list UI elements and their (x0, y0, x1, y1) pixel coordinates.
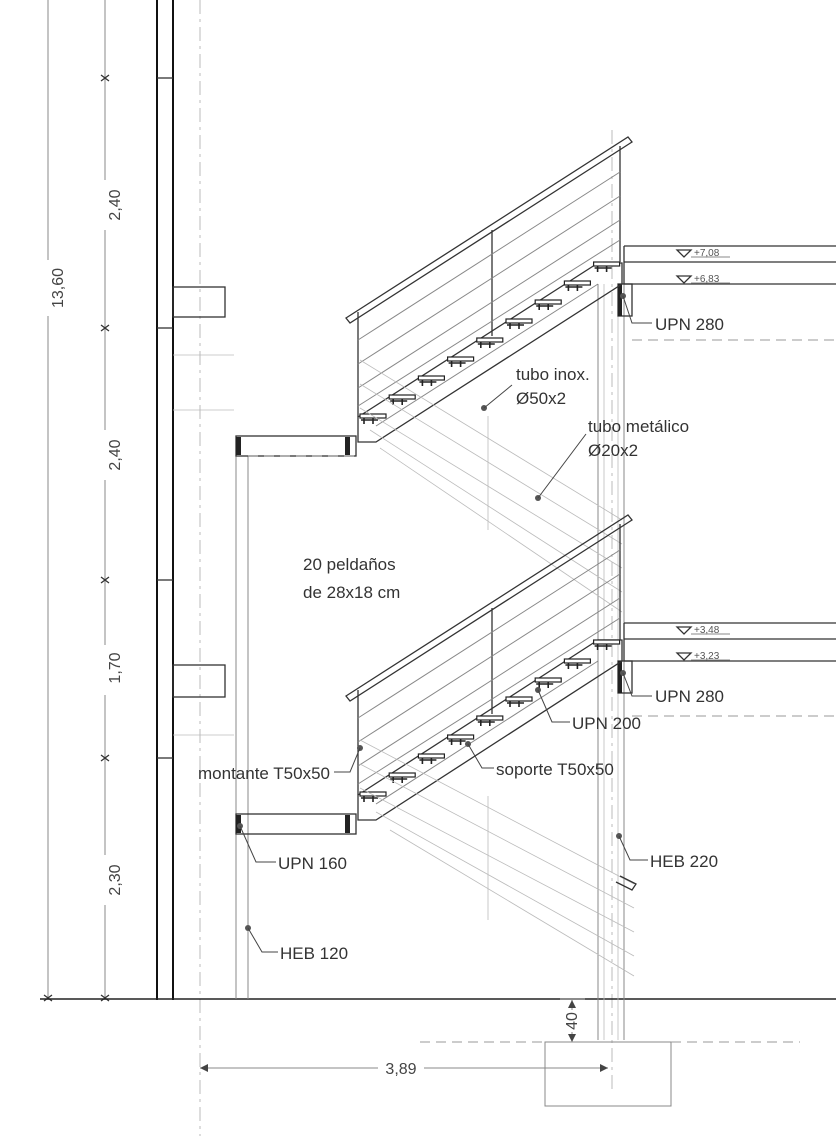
floor-slab-middle (617, 622, 836, 717)
label-upn280-mid: UPN 280 (655, 687, 724, 706)
dimension-level-2: 2,40 (107, 439, 124, 470)
dimension-width (200, 1058, 608, 1078)
dimension-foundation: 40 (564, 1012, 581, 1030)
dimension-total: 13,60 (50, 268, 67, 308)
landing-upper (235, 435, 357, 457)
lower-tread (388, 772, 416, 783)
upper-tread (505, 318, 533, 329)
stair-flight-lower (345, 514, 637, 977)
lower-tread (592, 639, 621, 650)
leader-soporte (465, 741, 494, 769)
leader-upn200 (535, 687, 570, 723)
dimension-chain (39, 0, 160, 1002)
leader-heb120 (245, 925, 278, 953)
column-heb120 (235, 456, 249, 999)
upper-tread (476, 337, 504, 348)
label-tubo-inox-size: Ø50x2 (516, 389, 566, 408)
label-peldanos-size: de 28x18 cm (303, 583, 400, 602)
leader-upn280-mid (620, 670, 652, 697)
label-upn160: UPN 160 (278, 854, 347, 873)
leader-montante (334, 745, 363, 773)
wall (156, 0, 234, 1000)
elevation-708: +7,08 (694, 248, 720, 259)
label-upn200: UPN 200 (572, 714, 641, 733)
landing-lower (235, 813, 357, 835)
upper-tread (388, 394, 416, 405)
dimension-level-4: 2,30 (107, 864, 124, 895)
elevation-683: +6,83 (694, 274, 720, 285)
upper-tread (592, 261, 621, 272)
elevation-marker-683: +6,83 (675, 274, 730, 285)
elevation-marker-323: +3,23 (675, 651, 730, 662)
lower-tread (447, 734, 475, 745)
label-tubo-metalico-size: Ø20x2 (588, 441, 638, 460)
elevation-348: +3,48 (694, 625, 720, 636)
elevation-marker-708: +7,08 (675, 248, 730, 259)
upper-tread (447, 356, 475, 367)
dimension-level-1: 2,40 (107, 189, 124, 220)
stair-flight-upper (345, 136, 633, 613)
leader-upn280-top (620, 293, 652, 324)
label-upn280-top: UPN 280 (655, 315, 724, 334)
label-heb120: HEB 120 (280, 944, 348, 963)
label-heb220: HEB 220 (650, 852, 718, 871)
elevation-marker-348: +3,48 (675, 625, 730, 636)
label-montante: montante T50x50 (198, 764, 330, 783)
elevation-323: +3,23 (694, 651, 720, 662)
dimension-level-3: 1,70 (107, 652, 124, 683)
leader-tubo-metalico (535, 433, 587, 501)
foundation (420, 998, 800, 1107)
floor-slab-upper (617, 245, 836, 341)
upper-tread (563, 280, 592, 291)
lower-tread (417, 753, 445, 764)
lower-tread (505, 696, 533, 707)
upper-tread (534, 299, 562, 310)
lower-tread (563, 658, 592, 669)
leader-upn160 (237, 823, 276, 863)
dimension-width-value: 3,89 (385, 1061, 416, 1078)
column-heb220 (597, 284, 625, 1040)
leader-tubo-inox (481, 384, 513, 411)
lower-tread (359, 791, 387, 802)
lower-tread (476, 715, 504, 726)
lower-tread (534, 677, 562, 688)
label-peldanos: 20 peldaños (303, 555, 396, 574)
label-tubo-metalico: tubo metálico (588, 417, 689, 436)
leader-heb220 (616, 833, 648, 861)
upper-tread (417, 375, 445, 386)
label-soporte: soporte T50x50 (496, 760, 614, 779)
label-tubo-inox: tubo inox. (516, 365, 590, 384)
